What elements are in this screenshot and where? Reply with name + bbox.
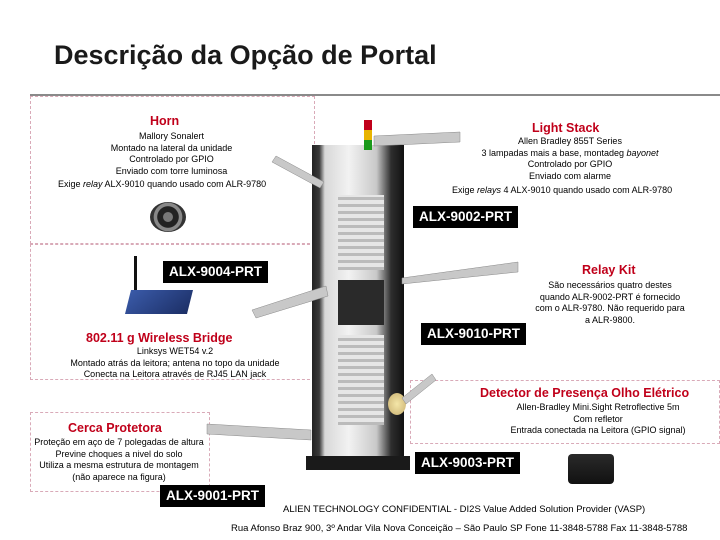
light-stack-line: Enviado com alarme — [528, 170, 612, 181]
cerca-line: Utiliza a mesma estrutura de montagem — [39, 460, 199, 471]
cerca-line: Previne choques a nivel do solo — [55, 448, 183, 459]
detector-arrow — [401, 373, 437, 405]
horn-line: Controlado por GPIO — [129, 154, 214, 165]
horn-line: Mallory Sonalert — [138, 131, 205, 141]
cerca-heading: Cerca Protetora — [68, 421, 162, 435]
detector-line: Allen-Bradley Mini.Sight Retroflective 5… — [516, 402, 680, 412]
wireless-line: Montado atrás da leitora; antena no topo… — [70, 357, 280, 368]
detector-heading: Detector de Presença Olho Elétrico — [480, 386, 690, 400]
relay-kit-heading: Relay Kit — [582, 263, 636, 277]
wireless-line: Conecta na Leitora através de RJ45 LAN j… — [83, 369, 267, 380]
relay-kit-line: a ALR-9800. — [584, 314, 636, 325]
wireless-arrow — [251, 285, 329, 319]
relay-kit-line: quando ALR-9002-PRT é fornecido — [539, 291, 681, 302]
title-divider — [30, 94, 720, 96]
light-stack-requirement: Exige relays 4 ALX-9010 quando usado com… — [452, 185, 673, 195]
tower-panel-lower — [338, 335, 384, 425]
horn-line: Enviado com torre luminosa — [115, 165, 228, 176]
horn-heading: Horn — [150, 114, 180, 128]
detector-details: Allen-Bradley Mini.Sight Retroflective 5… — [478, 402, 718, 437]
alx-9001-label: ALX-9001-PRT — [160, 485, 266, 507]
light-stack-line: 3 lampadas mais a base, montadeg bayonet — [481, 147, 659, 158]
horn-requirement: Exige relay ALX-9010 quando usado com AL… — [58, 179, 267, 189]
footer-confidential: ALIEN TECHNOLOGY CONFIDENTIAL - DI2S Val… — [283, 504, 646, 515]
light-stack-heading: Light Stack — [532, 121, 600, 135]
wireless-line: Linksys WET54 v.2 — [136, 346, 214, 356]
detector-line: Com refletor — [573, 413, 623, 424]
relay-kit-arrow — [401, 261, 519, 285]
light-stack-line: Controlado por GPIO — [527, 159, 613, 170]
alx-9010-label: ALX-9010-PRT — [421, 323, 527, 345]
sensor-image — [568, 454, 614, 484]
relay-kit-line: com o ALR-9780. Não requerido para — [535, 303, 685, 314]
alx-9002-label: ALX-9002-PRT — [413, 206, 519, 228]
wireless-details: Linksys WET54 v.2 Montado atrás da leito… — [44, 346, 306, 381]
relay-kit-details: São necessários quatro destes quando ALR… — [520, 280, 700, 326]
light-stack-details: Allen Bradley 855T Series 3 lampadas mai… — [455, 136, 685, 182]
cerca-line: Proteção em aço de 7 polegadas de altura — [34, 437, 204, 447]
portal-tower-base — [306, 456, 410, 470]
cerca-details: Proteção em aço de 7 polegadas de altura… — [34, 437, 204, 483]
cerca-arrow — [206, 423, 312, 441]
light-stack-arrow — [373, 131, 461, 147]
bridge-body — [125, 290, 193, 314]
antenna — [134, 256, 137, 290]
cerca-box — [30, 412, 210, 492]
horn-details: Mallory Sonalert Montado na lateral da u… — [84, 131, 259, 177]
alx-9003-label: ALX-9003-PRT — [415, 452, 521, 474]
tower-panel-middle — [338, 280, 384, 325]
page-title: Descrição da Opção de Portal — [54, 40, 437, 70]
relay-kit-line: São necessários quatro destes — [548, 280, 672, 290]
wireless-bridge-image — [125, 256, 193, 318]
alx-9004-label: ALX-9004-PRT — [163, 261, 269, 283]
tower-panel-upper — [338, 195, 384, 270]
footer-address: Rua Afonso Braz 900, 3º Andar Vila Nova … — [231, 523, 688, 534]
light-stack-line: Allen Bradley 855T Series — [518, 136, 622, 146]
horn-image — [150, 202, 186, 232]
reflector-image — [388, 393, 406, 415]
cerca-line: (não aparece na figura) — [72, 471, 166, 482]
horn-line: Montado na lateral da unidade — [110, 142, 233, 153]
wireless-heading: 802.11 g Wireless Bridge — [86, 331, 233, 345]
light-stack-lamps — [364, 120, 372, 150]
horn-arrow — [271, 155, 325, 189]
detector-line: Entrada conectada na Leitora (GPIO signa… — [510, 425, 686, 436]
